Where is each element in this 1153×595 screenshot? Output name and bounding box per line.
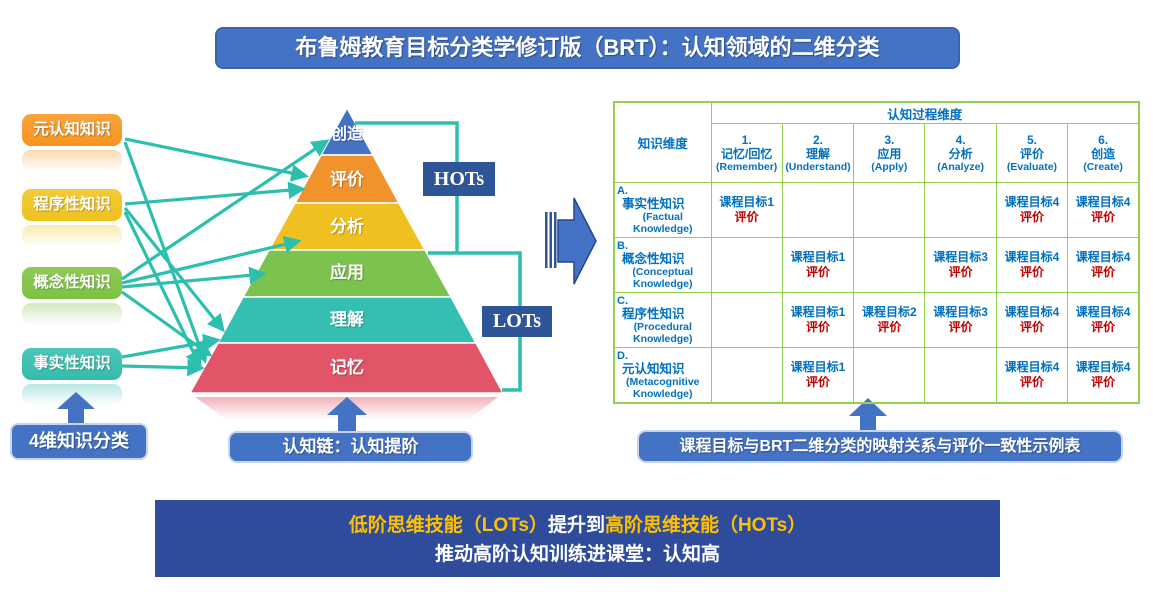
pyramid-label-analyze: 分析: [330, 217, 364, 236]
summary-line2: 推动高阶认知训练进课堂：认知高: [434, 544, 720, 565]
mapping-line: [121, 290, 213, 357]
pyramid-label-remember: 记忆: [330, 358, 364, 377]
row-label: D. 元认知知识 (Metacognitive Knowledge): [613, 347, 712, 403]
mid-phrase: 提升到: [547, 515, 605, 536]
mapping-line: [123, 206, 225, 333]
knowledge-box-reflection: [22, 225, 122, 247]
col-header-remember: 1. 记忆/回忆 (Remember): [710, 123, 783, 183]
table-cell: [710, 237, 783, 293]
knowledge-box-reflection: [22, 150, 122, 172]
mapping-line: [121, 139, 330, 281]
mapping-line: [121, 235, 302, 285]
lots-tag: LOTs: [482, 306, 552, 337]
table-caption: 课程目标与BRT二维分类的映射关系与评价一致性示例表: [637, 430, 1123, 463]
row-label: A. 事实性知识 (Factual Knowledge): [613, 182, 712, 238]
mapping-line: [124, 181, 306, 206]
knowledge-caption: 4维知识分类: [10, 423, 148, 460]
knowledge-box-factual: 事实性知识: [22, 348, 122, 380]
mapping-lines: [121, 137, 330, 377]
mapping-line: [121, 358, 205, 377]
col-header-understand: 2. 理解 (Understand): [781, 123, 855, 183]
hots-phrase: 高阶思维技能（HOTs）: [604, 515, 807, 536]
knowledge-box-metacognitive: 元认知知识: [22, 114, 122, 146]
hots-tag: HOTs: [423, 162, 495, 196]
table-cell: [781, 182, 855, 238]
knowledge-box-reflection: [22, 384, 122, 406]
knowledge-dimension-header: 知识维度: [613, 101, 712, 183]
pyramid-label-understand: 理解: [330, 310, 364, 329]
pyramid-label-apply: 应用: [330, 263, 364, 282]
brt-mapping-table: 知识维度 认知过程维度 1. 记忆/回忆 (Remember) 2. 理解 (U…: [613, 101, 1140, 404]
up-arrow-icon: [57, 392, 95, 424]
up-arrow-icon: [327, 397, 367, 431]
col-header-analyze: 4. 分析 (Analyze): [924, 123, 997, 183]
hots-bracket: [355, 121, 459, 253]
lots-phrase: 低阶思维技能（LOTs）: [348, 515, 548, 536]
row-label: B. 概念性知识 (Conceptual Knowledge): [613, 237, 712, 293]
table-cell: [924, 182, 997, 238]
summary-banner: 低阶思维技能（LOTs）提升到高阶思维技能（HOTs） 推动高阶认知训练进课堂：…: [155, 500, 1000, 577]
pyramid-caption: 认知链：认知提阶: [228, 431, 473, 463]
table-cell: [853, 182, 926, 238]
col-header-evaluate: 5. 评价 (Evaluate): [995, 123, 1069, 183]
mapping-line: [121, 266, 267, 289]
table-cell: [924, 347, 997, 403]
col-header-create: 6. 创造 (Create): [1067, 123, 1140, 183]
brt-table-container: 知识维度 认知过程维度 1. 记忆/回忆 (Remember) 2. 理解 (U…: [613, 101, 1140, 404]
process-dimension-header: 认知过程维度: [710, 101, 1140, 124]
right-arrow-icon: [545, 197, 597, 285]
mapping-line: [121, 333, 221, 359]
mapping-line: [124, 137, 309, 182]
summary-line1: 低阶思维技能（LOTs）提升到高阶思维技能（HOTs）: [155, 511, 1000, 540]
pyramid-label-evaluate: 评价: [330, 170, 364, 189]
row-label: C. 程序性知识 (Procedural Knowledge): [613, 292, 712, 348]
pyramid-label-create: 创造: [330, 126, 363, 143]
up-arrow-icon: [849, 398, 887, 431]
col-header-apply: 3. 应用 (Apply): [853, 123, 926, 183]
knowledge-box-procedural: 程序性知识: [22, 189, 122, 221]
knowledge-box-reflection: [22, 303, 122, 325]
table-cell: [710, 292, 783, 348]
table-cell: [710, 347, 783, 403]
knowledge-box-conceptual: 概念性知识: [22, 267, 122, 299]
page-title: 布鲁姆教育目标分类学修订版（BRT）：认知领域的二维分类: [215, 27, 960, 69]
table-row-metacognitive: D. 元认知知识 (Metacognitive Knowledge) 课程目标1…: [613, 347, 1140, 403]
table-cell: [853, 347, 926, 403]
table-cell: [853, 237, 926, 293]
